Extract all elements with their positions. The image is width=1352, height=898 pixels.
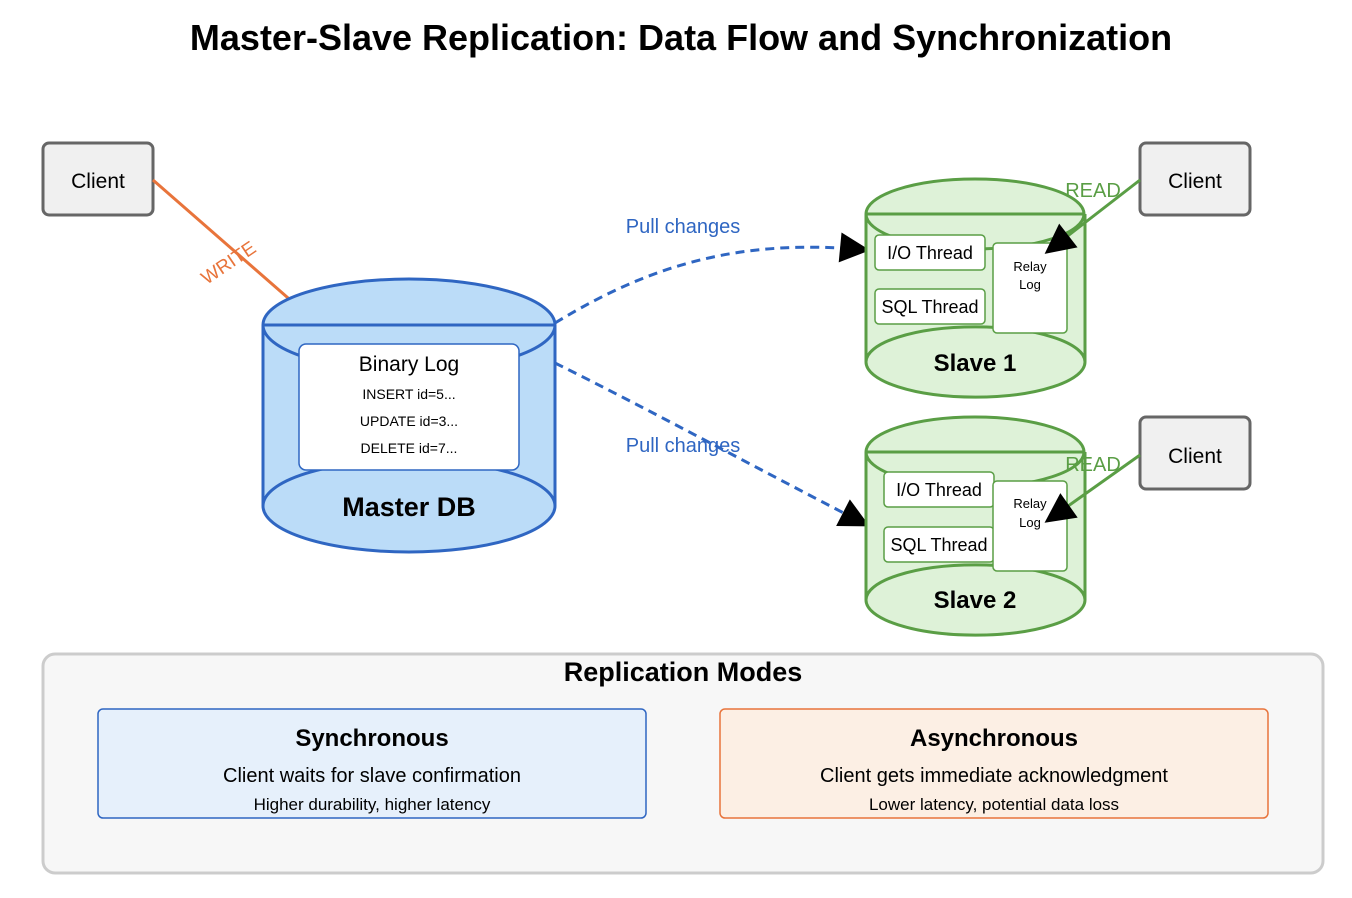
pull-edge-2: Pull changes bbox=[554, 361, 870, 527]
read-client-2-label: Client bbox=[1168, 445, 1222, 468]
slave-2: I/O Thread SQL Thread Relay Log Slave 2 bbox=[864, 415, 1087, 637]
slave-1-label: Slave 1 bbox=[934, 350, 1017, 377]
read-edge-1-label: READ bbox=[1065, 180, 1121, 202]
diagram-title: Master-Slave Replication: Data Flow and … bbox=[190, 17, 1172, 58]
asynchronous-tradeoff: Lower latency, potential data loss bbox=[869, 795, 1119, 814]
binary-log-title: Binary Log bbox=[359, 353, 459, 376]
master-db: Binary Log INSERT id=5... UPDATE id=3...… bbox=[261, 277, 557, 554]
relay-log-label: Relay bbox=[1013, 259, 1047, 274]
sql-thread-label: SQL Thread bbox=[890, 535, 987, 555]
io-thread-box bbox=[874, 234, 986, 271]
pull-edge-1-label: Pull changes bbox=[626, 216, 741, 238]
replication-modes-panel: Replication Modes Synchronous Client wai… bbox=[41, 652, 1325, 875]
binlog-entry: DELETE id=7... bbox=[361, 440, 458, 456]
read-client-2: Client bbox=[1138, 415, 1252, 491]
binlog-entry: UPDATE id=3... bbox=[360, 413, 458, 429]
slave-2-label: Slave 2 bbox=[934, 587, 1017, 614]
read-client-1: Client bbox=[1138, 141, 1252, 217]
binlog-entry: INSERT id=5... bbox=[362, 386, 455, 402]
sql-thread-box bbox=[874, 288, 986, 325]
asynchronous-card: Asynchronous Client gets immediate ackno… bbox=[719, 708, 1269, 819]
read-edge-2-label: READ bbox=[1065, 454, 1121, 476]
relay-log-label: Log bbox=[1019, 277, 1041, 292]
synchronous-tradeoff: Higher durability, higher latency bbox=[254, 795, 491, 814]
replication-modes-title: Replication Modes bbox=[564, 657, 803, 687]
io-thread-label: I/O Thread bbox=[896, 480, 982, 500]
asynchronous-title: Asynchronous bbox=[910, 725, 1078, 752]
read-edge-1: READ bbox=[1044, 178, 1141, 254]
read-edge-2: READ bbox=[1044, 453, 1141, 523]
write-client-label: Client bbox=[71, 170, 125, 193]
synchronous-description: Client waits for slave confirmation bbox=[223, 765, 521, 787]
relay-log-box bbox=[992, 242, 1068, 334]
io-thread-label: I/O Thread bbox=[887, 243, 973, 263]
pull-edge-2-label: Pull changes bbox=[626, 435, 741, 457]
sql-thread-label: SQL Thread bbox=[881, 297, 978, 317]
synchronous-title: Synchronous bbox=[295, 725, 448, 752]
binary-log-box bbox=[298, 343, 520, 471]
pull-edge-1: Pull changes bbox=[554, 216, 870, 325]
asynchronous-description: Client gets immediate acknowledgment bbox=[820, 765, 1168, 787]
synchronous-card: Synchronous Client waits for slave confi… bbox=[97, 708, 647, 819]
write-client: Client bbox=[41, 141, 155, 217]
read-client-1-label: Client bbox=[1168, 170, 1222, 193]
relay-log-label: Log bbox=[1019, 515, 1041, 530]
master-db-label: Master DB bbox=[342, 492, 476, 522]
relay-log-label: Relay bbox=[1013, 496, 1047, 511]
slave-1: I/O Thread SQL Thread Relay Log Slave 1 bbox=[864, 177, 1087, 399]
